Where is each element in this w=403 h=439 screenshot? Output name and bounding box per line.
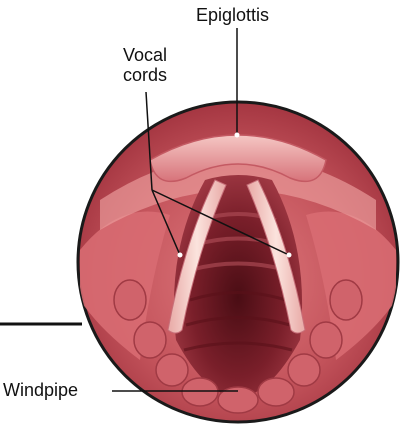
label-windpipe: Windpipe [3,380,79,400]
label-vocal-cords-line1: Vocal [123,45,168,65]
leader-lines [0,28,292,392]
label-epiglottis: Epiglottis [196,5,270,25]
vocal-leader-c [151,189,290,256]
right-vocal-cord [246,179,306,334]
lower-tissue-bumps [113,279,363,414]
label-vocal-cords: Vocal cords [123,45,167,85]
vocal-leader-b [151,189,181,256]
vocal-leader-a [145,91,153,191]
epiglottis-shape [149,134,327,183]
label-vocal-cords-line2: cords [123,65,168,85]
